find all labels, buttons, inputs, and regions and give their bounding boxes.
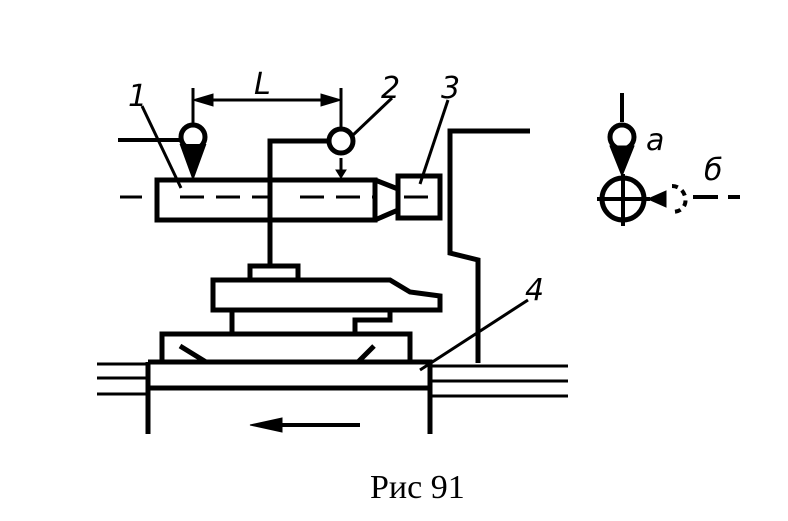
- chuck: [395, 173, 443, 221]
- cross-slide: [159, 331, 413, 365]
- label-part-4: 4: [525, 273, 544, 308]
- label-part-2: 2: [381, 71, 400, 106]
- label-view-b: б: [704, 153, 723, 188]
- label-part-1: 1: [128, 79, 147, 114]
- carriage-saddle: [210, 277, 443, 337]
- side-view-schematic: [597, 93, 740, 226]
- feed-direction-arrow: [249, 417, 360, 433]
- indicator-stand: [247, 138, 329, 283]
- label-part-3: 3: [441, 71, 460, 106]
- dimension-L: [191, 88, 343, 128]
- label-distance-L: L: [254, 67, 271, 102]
- machine-bed: [97, 359, 568, 434]
- callout-leaders: [140, 96, 529, 372]
- dial-indicator-2: [326, 126, 356, 179]
- dial-indicator-1: [118, 122, 208, 181]
- headstock-frame: [447, 128, 530, 363]
- label-view-a: a: [646, 123, 664, 158]
- figure-caption: Рис 91: [370, 469, 465, 506]
- shaft: [120, 177, 440, 223]
